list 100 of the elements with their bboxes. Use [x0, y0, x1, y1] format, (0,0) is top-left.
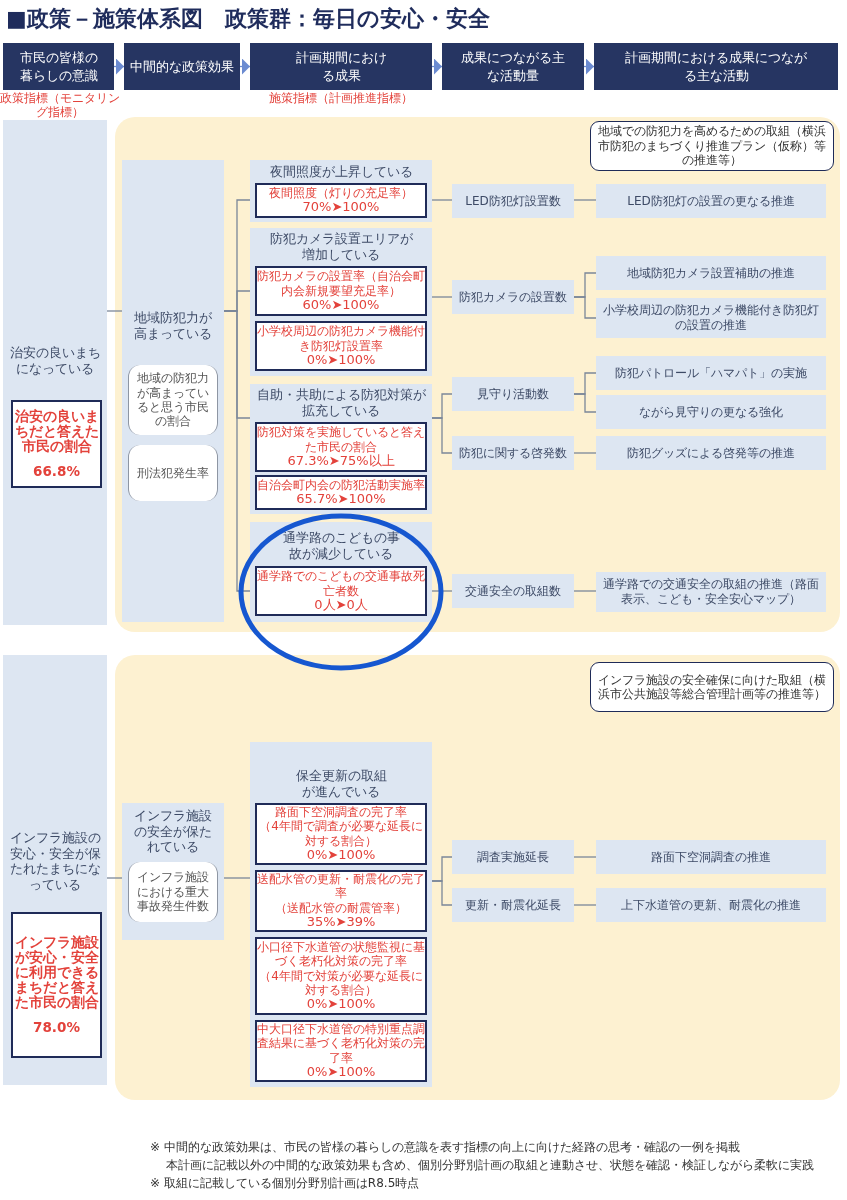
indicator-value: 0%➤100% [306, 997, 376, 1013]
indicator-note: （4年間で対策が必要な延長に対する割合） [258, 968, 424, 998]
connector-line [431, 880, 453, 906]
indicator-name: 防犯対策を実施していると答えた市民の割合 [257, 425, 425, 454]
connector-line [223, 877, 251, 879]
indicator-type-label: 政策指標（モニタリング指標） [0, 91, 120, 120]
connector-line [223, 310, 251, 592]
section-panel [115, 655, 840, 1100]
column-header: 計画期間における成果 [250, 43, 432, 90]
indicator-value: 78.0% [33, 1020, 80, 1036]
outcome-panel [3, 655, 107, 1085]
result-panel [250, 522, 432, 622]
indicator-card: インフラ施設における重大事故発生件数 [128, 862, 218, 922]
indicator-name: 小口径下水道管の状態監視に基づく老朽化対策の完了率 [257, 939, 425, 969]
indicator-name: 小学校周辺の防犯カメラ機能付き防犯灯設置率 [257, 324, 425, 353]
connector-line [573, 452, 597, 454]
page-title: ■政策－施策体系図 政策群：毎日の安心・安全 [6, 6, 490, 33]
panel-title: 保全更新の取組が進んでいる [294, 768, 388, 800]
activity-box: 見守り活動数 [452, 377, 574, 411]
panel-title: インフラ施設の安全が保たれている [133, 808, 213, 855]
indicator-name: 夜間照度（灯りの充足率） [269, 185, 413, 201]
indicator-box [255, 1020, 427, 1082]
indicator-name: 路面下空洞調査の完了率 [275, 804, 407, 820]
indicator-value: 0%➤100% [306, 352, 376, 368]
indicator-value: 66.8% [33, 464, 80, 480]
activity-box: 交通安全の取組数 [452, 574, 574, 608]
result-panel [250, 742, 432, 1087]
indicator-box [255, 566, 427, 616]
activity-box: 防犯グッズによる啓発等の推進 [596, 436, 826, 470]
outcome-panel [3, 120, 107, 625]
indicator-value: 70%➤100% [302, 200, 380, 216]
indicator-card: 刑法犯発生率 [128, 445, 218, 501]
indicator-value: 0%➤100% [306, 848, 376, 864]
column-header: 計画期間における成果につながる主な活動 [594, 43, 838, 90]
indicator-name: 治安の良いまちだと答えた市民の割合 [13, 408, 100, 455]
indicator-value: 0人➤0人 [314, 597, 368, 613]
indicator-box [255, 321, 427, 371]
indicator-name: 中大口径下水道管の特別重点調査結果に基づく老朽化対策の完了率 [257, 1021, 425, 1066]
activity-box: 防犯パトロール「ハマパト」の実施 [596, 356, 826, 390]
activity-box: LED防犯灯設置数 [452, 184, 574, 218]
section-panel [115, 117, 840, 632]
footnote: ※ 取組に記載している個別分野別計画はR8.5時点 [150, 1176, 420, 1192]
result-panel [250, 228, 432, 376]
connector-line [431, 296, 453, 298]
connector-line [573, 590, 597, 592]
activity-box: 防犯に関する啓発数 [452, 436, 574, 470]
activity-box: 地域防犯カメラ設置補助の推進 [596, 256, 826, 290]
indicator-name: インフラ施設が安心・安全に利用できるまちだと答えた市民の割合 [13, 934, 100, 1011]
indicator-box [255, 183, 427, 218]
activity-box: 更新・耐震化延長 [452, 888, 574, 922]
indicator-box [255, 475, 427, 510]
indicator-value: 65.7%➤100% [296, 492, 386, 508]
panel-title: 地域防犯力が高まっている [133, 310, 213, 342]
indicator-name: 通学路でのこどもの交通事故死亡者数 [257, 569, 425, 598]
footnote: ※ 中間的な政策効果は、市民の皆様の暮らしの意識を表す指標の向上に向けた経路の思考・確認の一例を掲載 [150, 1140, 740, 1156]
indicator-name: 防犯カメラの設置率（自治会町内会新規要望充足率） [257, 269, 425, 298]
indicator-value: 35%➤39% [306, 915, 376, 931]
indicator-value: 60%➤100% [302, 297, 380, 313]
indicator-name: 送配水管の更新・耐震化の完了率 [257, 871, 425, 901]
activity-box: 小学校周辺の防犯カメラ機能付き防犯灯の設置の推進 [596, 298, 826, 338]
connector-line [573, 296, 597, 319]
note-box: 地域での防犯力を高めるための取組（横浜市防犯のまちづくり推進プラン（仮称）等の推進等） [590, 121, 834, 171]
indicator-value: 67.3%➤75%以上 [287, 453, 395, 469]
connector-line [573, 856, 597, 858]
result-panel [250, 384, 432, 514]
activity-box: 通学路での交通安全の取組の推進（路面表示、こども・安全安心マップ） [596, 572, 826, 612]
activity-box: 防犯カメラの設置数 [452, 280, 574, 314]
indicator-box [11, 912, 102, 1058]
activity-box: 調査実施延長 [452, 840, 574, 874]
connector-line [106, 877, 123, 879]
indicator-box [255, 803, 427, 865]
indicator-box [11, 400, 102, 488]
connector-line [431, 199, 453, 201]
column-header: 市民の皆様の暮らしの意識 [3, 43, 114, 90]
indicator-value: 0%➤100% [306, 1065, 376, 1081]
connector-line [431, 590, 453, 592]
panel-title: インフラ施設の安心・安全が保たれたまちになっている [9, 830, 101, 893]
effect-panel [122, 803, 224, 940]
activity-box: ながら見守りの更なる強化 [596, 395, 826, 429]
indicator-box [255, 870, 427, 932]
panel-title: 防犯カメラ設置エリアが増加している [268, 231, 414, 263]
indicator-box [255, 937, 427, 1015]
activity-box: 上下水道管の更新、耐震化の推進 [596, 888, 826, 922]
activity-box: LED防犯灯の設置の更なる推進 [596, 184, 826, 218]
panel-title: 自助・共助による防犯対策が拡充している [256, 387, 426, 419]
indicator-box [255, 266, 427, 316]
panel-title: 夜間照度が上昇している [269, 164, 413, 180]
connector-line [431, 417, 453, 454]
connector-line [573, 904, 597, 906]
panel-title: 通学路のこどもの事故が減少している [282, 530, 400, 562]
footnote: 本計画に記載以外の中間的な政策効果も含め、個別分野別計画の取組と連動させ、状態を確認・検証しながら柔軟に実践 [166, 1158, 814, 1174]
column-header: 中間的な政策効果 [124, 43, 240, 90]
indicator-note: （4年間で調査が必要な延長に対する割合） [258, 819, 424, 849]
activity-box: 路面下空洞調査の推進 [596, 840, 826, 874]
indicator-type-label: 施策指標（計画推進指標） [269, 91, 413, 106]
connector-line [573, 199, 597, 201]
result-panel [250, 160, 432, 222]
indicator-card: 地域の防犯力が高まっていると思う市民の割合 [128, 365, 218, 435]
connector-line [106, 310, 123, 312]
indicator-note: （送配水管の耐震管率） [275, 900, 407, 916]
